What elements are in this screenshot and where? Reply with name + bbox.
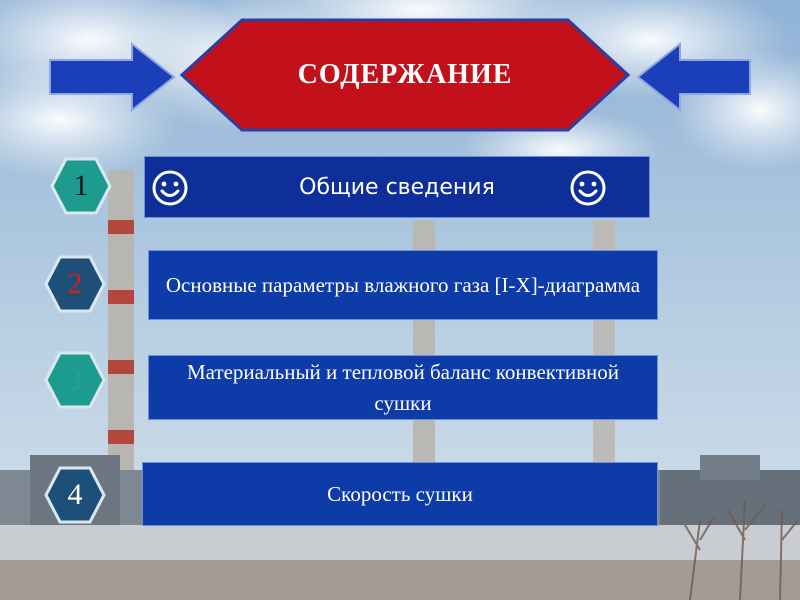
- menu-item-label: Общие сведения: [299, 174, 495, 200]
- right-arrow-left: [49, 42, 176, 112]
- number-label: 4: [67, 478, 83, 511]
- menu-item-gas-parameters[interactable]: Основные параметры влажного газа [I-X]-д…: [148, 250, 658, 320]
- number-label: 2: [67, 267, 83, 300]
- menu-item-general-info[interactable]: Общие сведения: [144, 156, 650, 218]
- number-badge-3: 3: [44, 351, 106, 409]
- page-title: СОДЕРЖАНИЕ: [297, 59, 513, 90]
- menu-item-material-balance[interactable]: Материальный и тепловой баланс конвектив…: [148, 355, 658, 420]
- number-badge-2: 2: [44, 255, 106, 313]
- menu-item-drying-rate[interactable]: Скорость сушки: [142, 462, 658, 526]
- menu-item-label: Основные параметры влажного газа [I-X]-д…: [165, 272, 641, 297]
- number-label: 1: [73, 169, 89, 202]
- chimney-left: [108, 170, 134, 490]
- title-banner: [180, 18, 630, 132]
- number-badge-1: 1: [50, 157, 112, 215]
- menu-item-label: Материальный и тепловой баланс конвектив…: [186, 359, 620, 415]
- menu-item-label: Скорость сушки: [327, 481, 473, 506]
- number-label: 3: [67, 363, 83, 396]
- left-arrow-right: [636, 42, 751, 112]
- number-badge-4: 4: [44, 466, 106, 524]
- smiley-icon: [570, 170, 606, 206]
- smiley-icon: [152, 170, 188, 206]
